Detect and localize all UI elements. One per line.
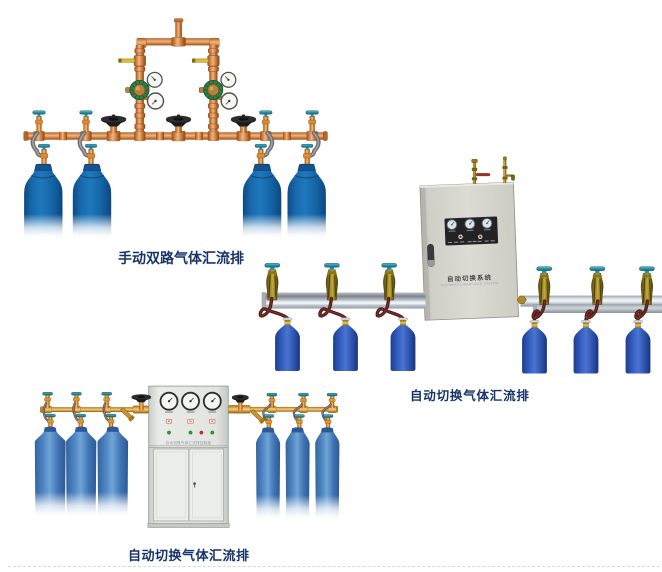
svg-text:自动切换气体汇流排控制柜: 自动切换气体汇流排控制柜 bbox=[166, 440, 212, 445]
svg-text:AUTOMATIC MANIFOLD SYSTEM: AUTOMATIC MANIFOLD SYSTEM bbox=[441, 281, 498, 287]
svg-text:自动切换系统: 自动切换系统 bbox=[447, 273, 492, 284]
